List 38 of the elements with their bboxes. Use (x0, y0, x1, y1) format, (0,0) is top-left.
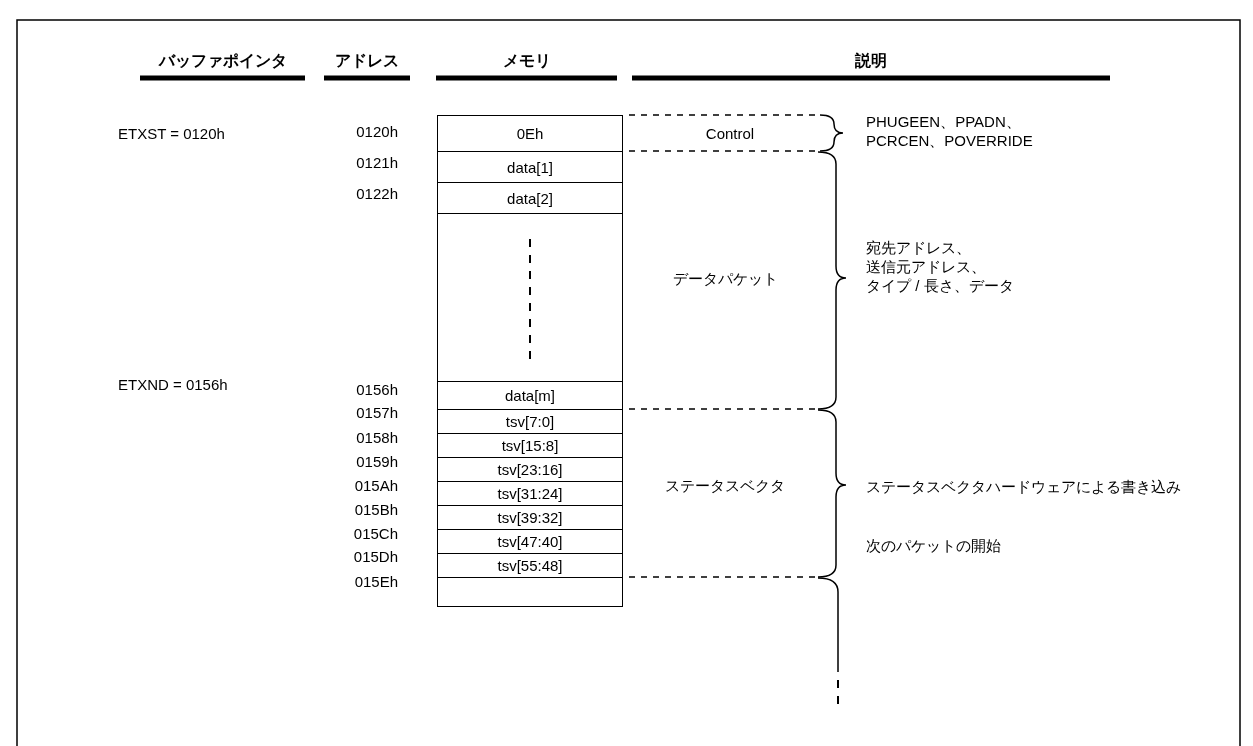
column-header: 説明 (854, 50, 888, 70)
address-label: 0121h (355, 152, 398, 172)
memory-cell: tsv[39:32] (437, 505, 623, 531)
address-label: 015Ch (352, 523, 398, 543)
memory-cell: tsv[55:48] (437, 553, 623, 579)
address-label: 015Ah (353, 475, 398, 495)
pointer-label: ETXST = 0120h (118, 123, 226, 143)
field-label: Control (704, 123, 756, 143)
address-label: 0122h (355, 183, 398, 203)
description-text: PHUGEEN、PPADN、PCRCEN、POVERRIDE (866, 112, 1034, 150)
memory-cell: tsv[23:16] (437, 457, 623, 483)
memory-cell: tsv[7:0] (437, 409, 623, 435)
memory-cell: data[m] (437, 381, 623, 411)
column-header: バッファポインタ (157, 50, 288, 70)
address-label: 0158h (355, 427, 398, 447)
description-text: 宛先アドレス、送信元アドレス、タイプ / 長さ、データ (866, 237, 1015, 295)
address-label: 0159h (355, 451, 398, 471)
address-label: 0120h (355, 121, 398, 141)
address-label: 0156h (355, 379, 398, 399)
address-label: 015Eh (353, 571, 398, 591)
address-label: 015Bh (353, 499, 398, 519)
description-text: ステータスベクタハードウェアによる書き込み (866, 476, 1182, 496)
column-header: メモリ (501, 50, 552, 70)
memory-cell: 0Eh (437, 115, 623, 153)
memory-cell: tsv[31:24] (437, 481, 623, 507)
description-text: 次のパケットの開始 (866, 535, 1002, 555)
memory-cell: tsv[15:8] (437, 433, 623, 459)
pointer-label: ETXND = 0156h (118, 374, 229, 394)
memory-cell (437, 577, 623, 607)
field-label: ステータスベクタ (664, 475, 786, 495)
memory-cell (437, 213, 623, 383)
address-label: 0157h (355, 402, 398, 422)
memory-cell: tsv[47:40] (437, 529, 623, 555)
memory-cell: data[2] (437, 182, 623, 215)
column-header: アドレス (334, 50, 400, 70)
memory-cell: data[1] (437, 151, 623, 184)
address-label: 015Dh (352, 546, 398, 566)
field-label: データパケット (671, 268, 779, 288)
